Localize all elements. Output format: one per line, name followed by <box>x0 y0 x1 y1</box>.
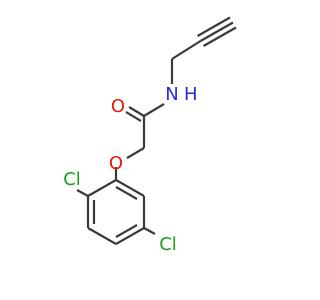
ch2-ether-oxygen-bond <box>126 147 145 159</box>
carbonyl-double-bond-b <box>125 111 142 122</box>
carbonyl-nitrogen-bond <box>143 103 165 117</box>
ring-bond-3 <box>87 227 117 245</box>
ether-oxygen-label: O <box>109 153 123 174</box>
chlorine-bottom-label: Cl <box>159 234 177 255</box>
ring-bond-6 <box>115 179 145 197</box>
amide-nitrogen-label: N <box>165 84 178 105</box>
carbonyl-double-bond-a <box>128 106 145 117</box>
propargyl-ch2-bond <box>171 40 202 60</box>
carbonyl-oxygen-label: O <box>111 96 125 117</box>
alkyne-bond-upper <box>196 16 231 37</box>
chlorine-bottom-bond <box>143 227 156 235</box>
alkyne-bond-center <box>199 21 234 42</box>
amide-hydrogen-label: H <box>184 84 198 105</box>
atom-label-layer: O N H O Cl Cl <box>63 84 197 255</box>
ring-bond-4 <box>115 227 145 245</box>
bond-layer <box>76 16 237 245</box>
molecule-structure: O N H O Cl Cl <box>63 16 237 255</box>
ring-inner-bond-2 <box>115 224 138 238</box>
ring-bond-1 <box>87 179 117 197</box>
chlorine-top-bond <box>76 189 89 197</box>
chlorine-top-label: Cl <box>63 169 81 190</box>
ring-inner-bond-3 <box>115 186 138 200</box>
alkyne-bond-lower <box>202 26 237 47</box>
